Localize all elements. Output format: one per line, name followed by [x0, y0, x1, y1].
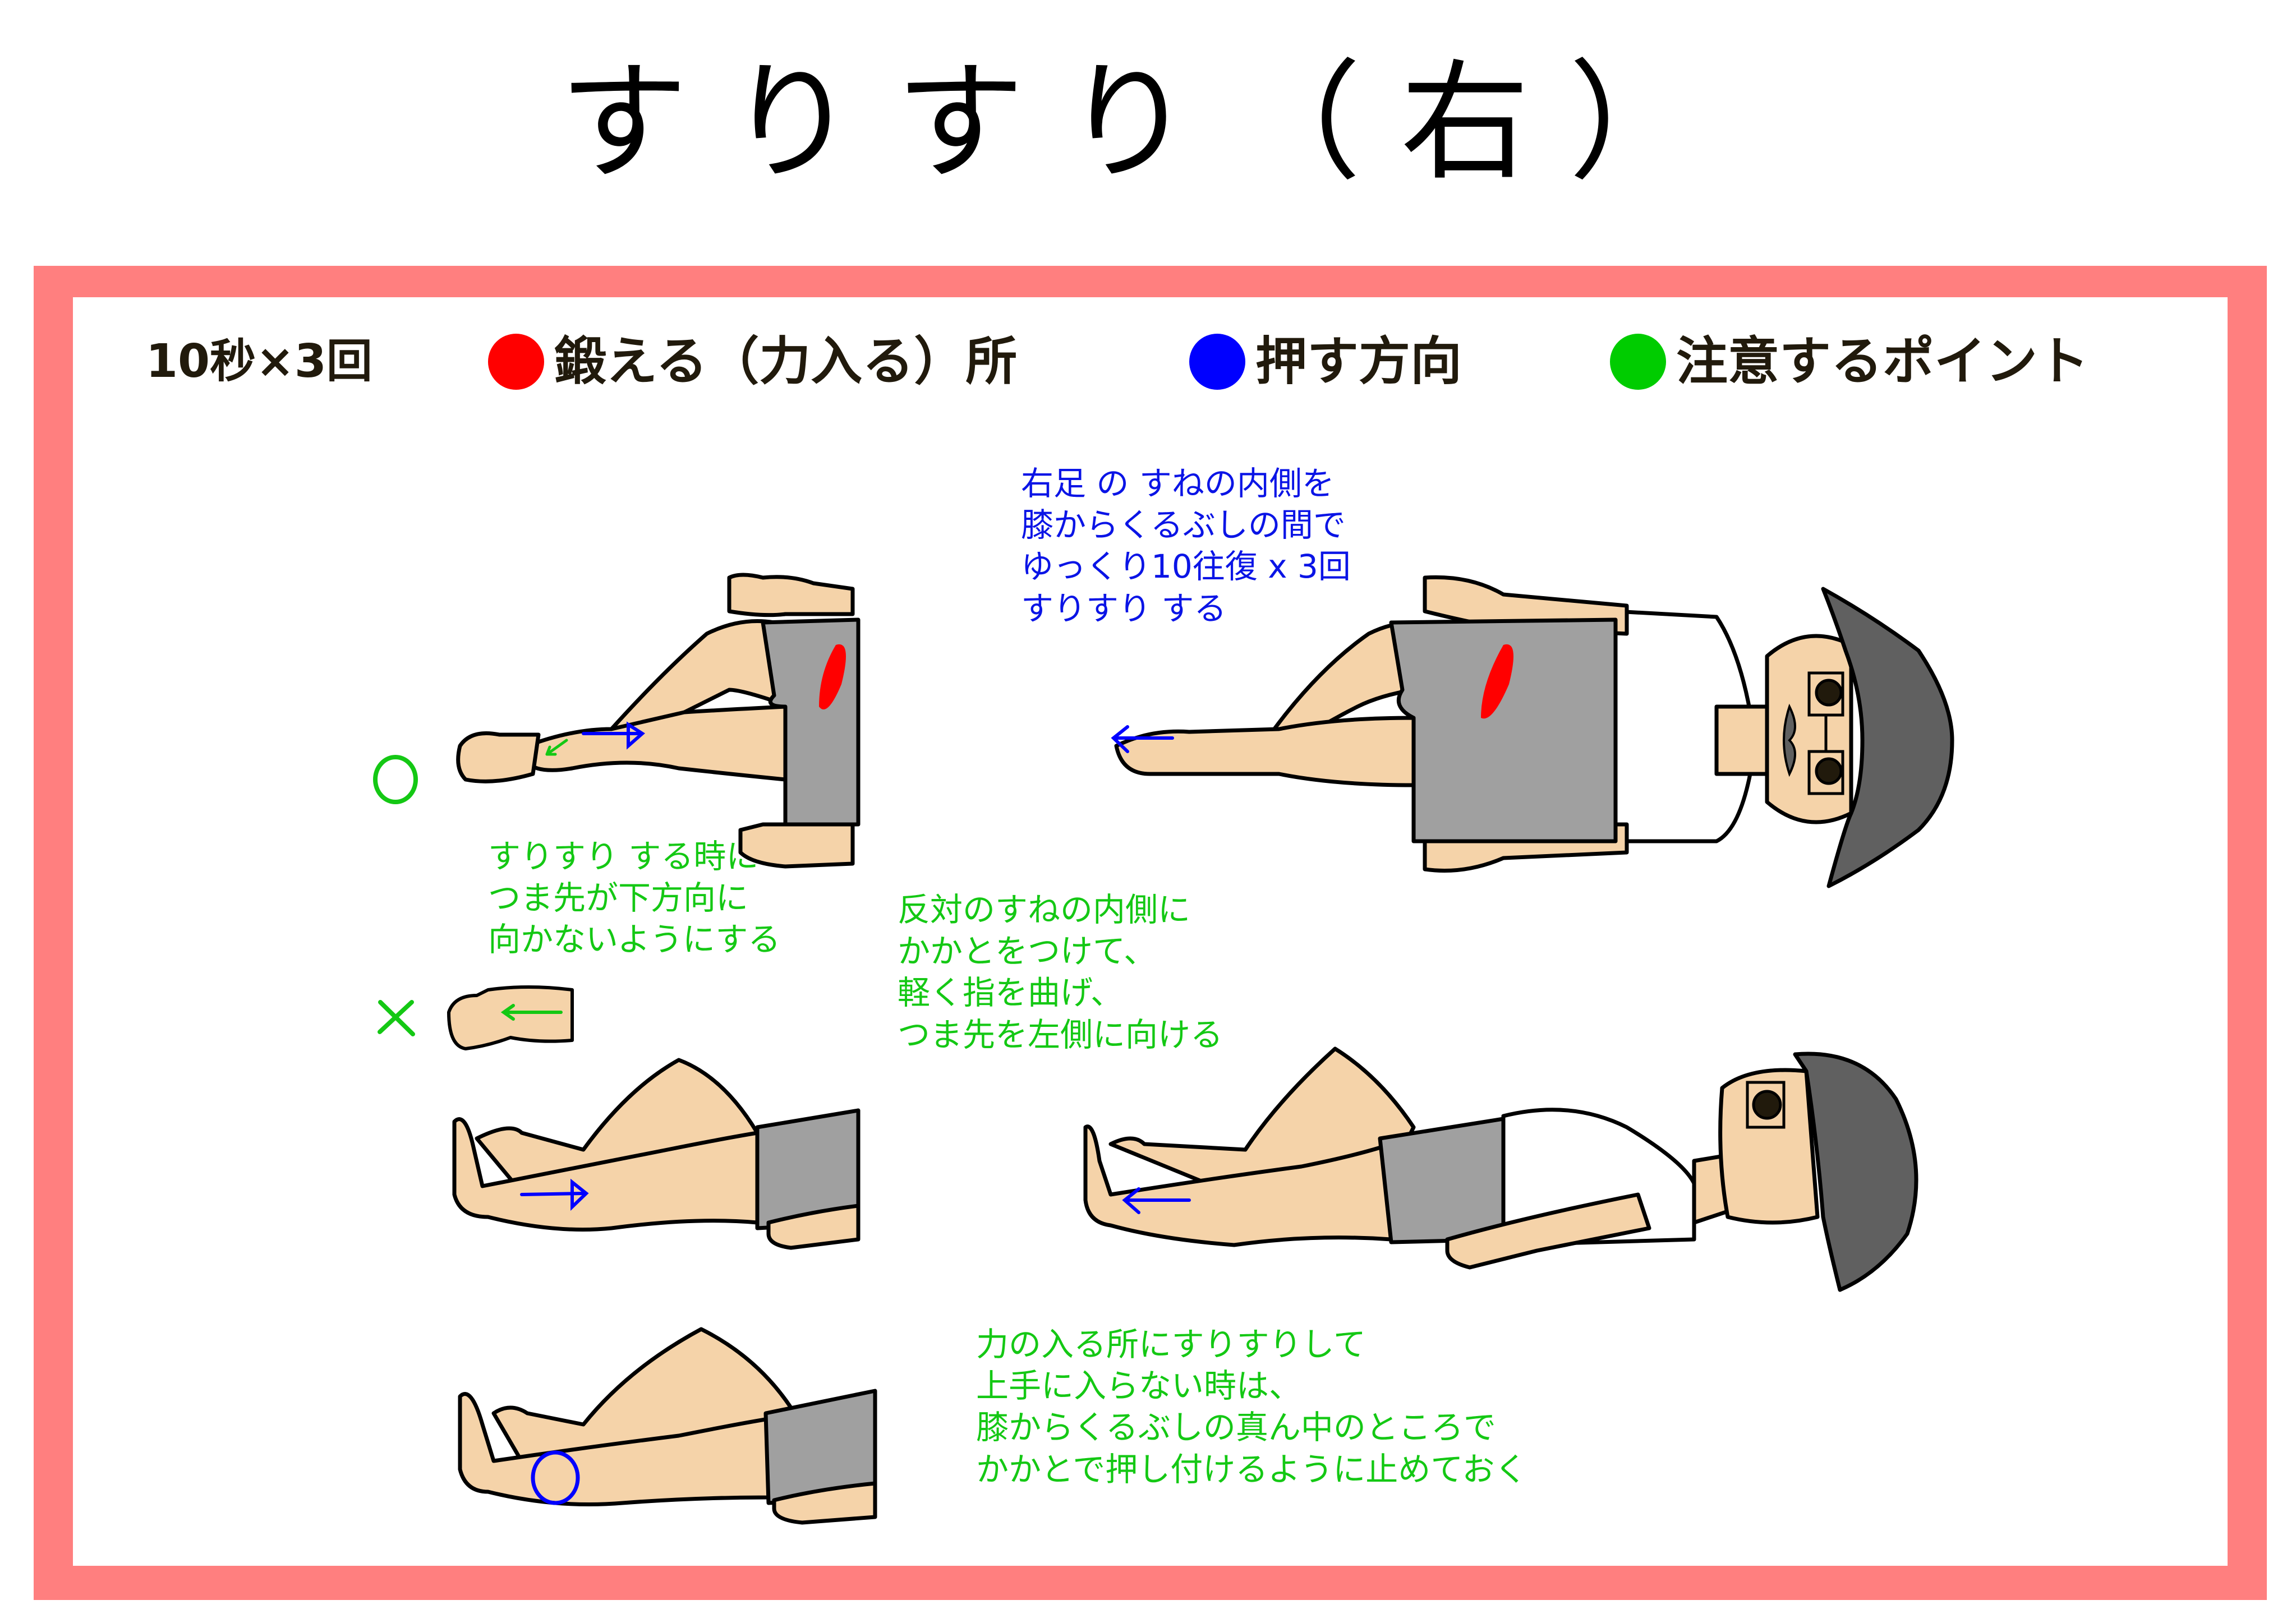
main-instruction-note: 右足 の すねの内側を 膝からくるぶしの間で ゆっくり10往復 x 3回 すりす… [1021, 463, 1351, 629]
heel-placement-note: 反対のすねの内側に かかとをつけて、 軽く指を曲げ、 つま先を左側に向ける [898, 889, 1223, 1055]
note-line: つま先を左側に向ける [898, 1015, 1223, 1054]
content-frame [34, 266, 2267, 1600]
green-dot-icon [1610, 334, 1666, 390]
legend-item-target-muscle: 鍛える（力入る）所 [488, 325, 1017, 398]
legend-item-push-direction: 押す方向 [1189, 325, 1462, 398]
note-line: 右足 の すねの内側を [1021, 464, 1335, 502]
illustration-legs-top-view-left [426, 561, 931, 875]
toe-caution-note: すりすり する時に つま先が下方向に 向かないようにする [488, 836, 780, 961]
note-line: ゆっくり10往復 x 3回 [1021, 547, 1351, 586]
note-line: 膝からくるぶしの間で [1021, 506, 1346, 545]
reps-label: 10秒×3回 [146, 335, 372, 388]
note-line: 軽く指を曲げ、 [898, 974, 1123, 1012]
note-line: 力の入る所にすりすりして [976, 1325, 1366, 1363]
page-title: すりすり（右） [559, 48, 1737, 198]
illustration-body-side-view [1077, 1032, 2019, 1312]
blue-dot-icon [1189, 334, 1245, 390]
legend-label: 鍛える（力入る）所 [554, 331, 1018, 391]
correct-circle-icon [373, 754, 418, 805]
legend-label: 注意するポイント [1676, 331, 2090, 391]
legend-label: 押す方向 [1255, 331, 1462, 391]
red-dot-icon [488, 334, 544, 390]
illustration-body-top-view [1077, 561, 2019, 897]
note-line: 上手に入らない時は、 [976, 1367, 1302, 1405]
legend-item-caution-point: 注意するポイント [1610, 325, 2089, 398]
note-line: かかとをつけて、 [898, 932, 1157, 971]
tip-note: 力の入る所にすりすりして 上手に入らない時は、 膝からくるぶしの真ん中のところで… [976, 1324, 1527, 1490]
content-area [73, 297, 2228, 1566]
illustration-foot-incorrect [443, 979, 578, 1057]
note-line: 向かないようにする [488, 920, 781, 959]
note-line: かかとで押し付けるように止めておく [976, 1450, 1527, 1488]
note-line: すりすり する [1021, 589, 1227, 628]
illustration-legs-side-view-middle [443, 1049, 914, 1256]
note-line: 反対のすねの内側に [898, 891, 1191, 929]
note-line: すりすり する時に [488, 837, 759, 875]
note-line: 膝からくるぶしの真ん中のところで [976, 1408, 1496, 1447]
legend-reps: 10秒×3回 [146, 325, 372, 398]
illustration-legs-heel-placement [443, 1312, 914, 1525]
incorrect-cross-icon [377, 999, 416, 1039]
note-line: つま先が下方向に [488, 879, 749, 917]
